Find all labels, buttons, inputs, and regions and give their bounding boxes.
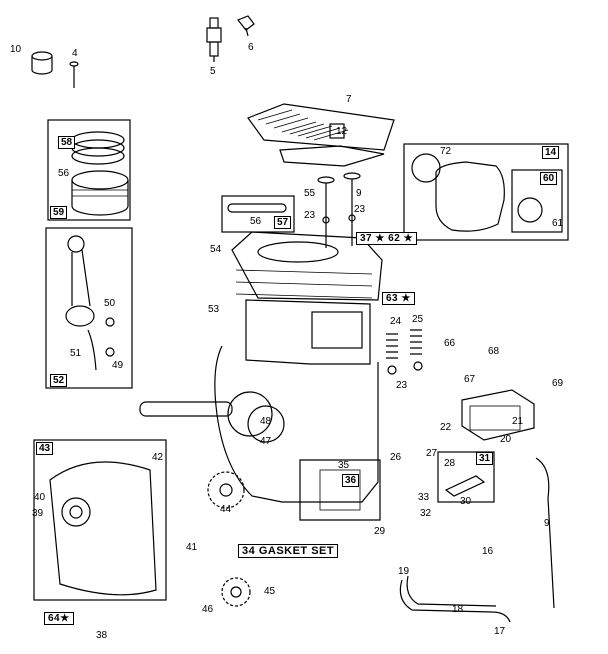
part-label-39: 39	[32, 508, 44, 519]
part-label-58: 58	[58, 136, 76, 149]
cap-drawing	[31, 51, 53, 75]
part-label-24: 24	[390, 316, 402, 327]
crankshaft-drawing	[139, 391, 285, 443]
crankcase-cover-drawing	[49, 461, 157, 596]
part-label-57: 57	[274, 216, 292, 229]
part-label-48: 48	[260, 416, 272, 427]
part-label-28: 28	[444, 458, 456, 469]
part-label-23a: 23	[304, 210, 316, 221]
part-label-47: 47	[260, 436, 272, 447]
part-label-51: 51	[70, 348, 82, 359]
engine-block-drawing	[214, 231, 383, 521]
part-label-49: 49	[112, 360, 124, 371]
gasket-set-label: 34 GASKET SET	[238, 544, 339, 558]
part-label-44: 44	[220, 504, 232, 515]
part-label-10: 10	[10, 44, 22, 55]
spark-plug-drawing	[206, 17, 222, 62]
part-label-59: 59	[50, 206, 68, 219]
part-label-53: 53	[208, 304, 220, 315]
part-label-69: 69	[552, 378, 564, 389]
part-label-56b: 56	[250, 216, 262, 227]
part-label-18: 18	[452, 604, 464, 615]
part-label-67: 67	[464, 374, 476, 385]
breather-cover-drawing	[461, 389, 535, 441]
part-label-43: 43	[36, 442, 54, 455]
part-label-31: 31	[476, 452, 494, 465]
link-rod-drawing	[535, 457, 555, 609]
part-label-55: 55	[304, 188, 316, 199]
cylinder-head-drawing	[247, 103, 395, 167]
part-label-33: 33	[418, 492, 430, 503]
part-label-32: 32	[420, 508, 432, 519]
part-label-41: 41	[186, 542, 198, 553]
part-label-6: 6	[248, 42, 254, 53]
breather-tube-drawing	[227, 203, 287, 213]
valves-drawing	[317, 172, 361, 248]
part-label-64: 64★	[44, 612, 74, 625]
part-label-36: 36	[342, 474, 360, 487]
connecting-rod-drawing	[65, 235, 115, 371]
box-piston	[47, 119, 131, 221]
part-label-26: 26	[390, 452, 402, 463]
part-label-35: 35	[338, 460, 350, 471]
part-label-66: 66	[444, 338, 456, 349]
cam-gear-drawing	[207, 471, 245, 509]
part-label-72: 72	[440, 146, 452, 157]
dipstick-tube-drawing	[399, 575, 511, 623]
part-label-38: 38	[96, 630, 108, 641]
part-label-63: 63 ★	[382, 292, 415, 305]
screw-drawing	[69, 61, 79, 88]
part-label-16: 16	[482, 546, 494, 557]
part-label-30: 30	[460, 496, 472, 507]
box-governor	[437, 451, 495, 503]
piston-drawing	[71, 131, 129, 216]
valve-springs-drawing	[386, 329, 423, 375]
part-label-23b: 23	[354, 204, 366, 215]
part-label-20: 20	[500, 434, 512, 445]
part-label-50: 50	[104, 298, 116, 309]
box-connecting-rod	[45, 227, 133, 389]
part-label-22: 22	[440, 422, 452, 433]
part-label-37-62: 37 ★ 62 ★	[356, 232, 418, 245]
part-label-21: 21	[512, 416, 524, 427]
part-label-14: 14	[542, 146, 560, 159]
part-label-45: 45	[264, 586, 276, 597]
plug-boot-drawing	[237, 15, 255, 37]
part-label-68: 68	[488, 346, 500, 357]
part-label-4: 4	[72, 48, 78, 59]
part-label-42: 42	[152, 452, 164, 463]
lower-gear-drawing	[221, 577, 251, 607]
part-label-9b: 9	[544, 518, 550, 529]
governor-drawing	[444, 475, 486, 497]
part-label-17: 17	[494, 626, 506, 637]
part-label-19: 19	[398, 566, 410, 577]
part-label-25: 25	[412, 314, 424, 325]
part-label-54: 54	[210, 244, 222, 255]
part-label-46: 46	[202, 604, 214, 615]
part-label-40: 40	[34, 492, 46, 503]
part-label-60: 60	[540, 172, 558, 185]
box-crankcase-cover	[33, 439, 167, 601]
part-label-29: 29	[374, 526, 386, 537]
part-label-23c: 23	[396, 380, 408, 391]
part-label-61: 61	[552, 218, 564, 229]
air-cleaner-drawing	[411, 153, 563, 233]
part-label-7: 7	[346, 94, 352, 105]
box-air-cleaner	[403, 143, 569, 241]
part-label-27: 27	[426, 448, 438, 459]
part-label-52: 52	[50, 374, 68, 387]
part-label-5: 5	[210, 66, 216, 77]
part-label-12: 12	[336, 126, 348, 137]
part-label-9: 9	[356, 188, 362, 199]
part-label-56: 56	[58, 168, 70, 179]
